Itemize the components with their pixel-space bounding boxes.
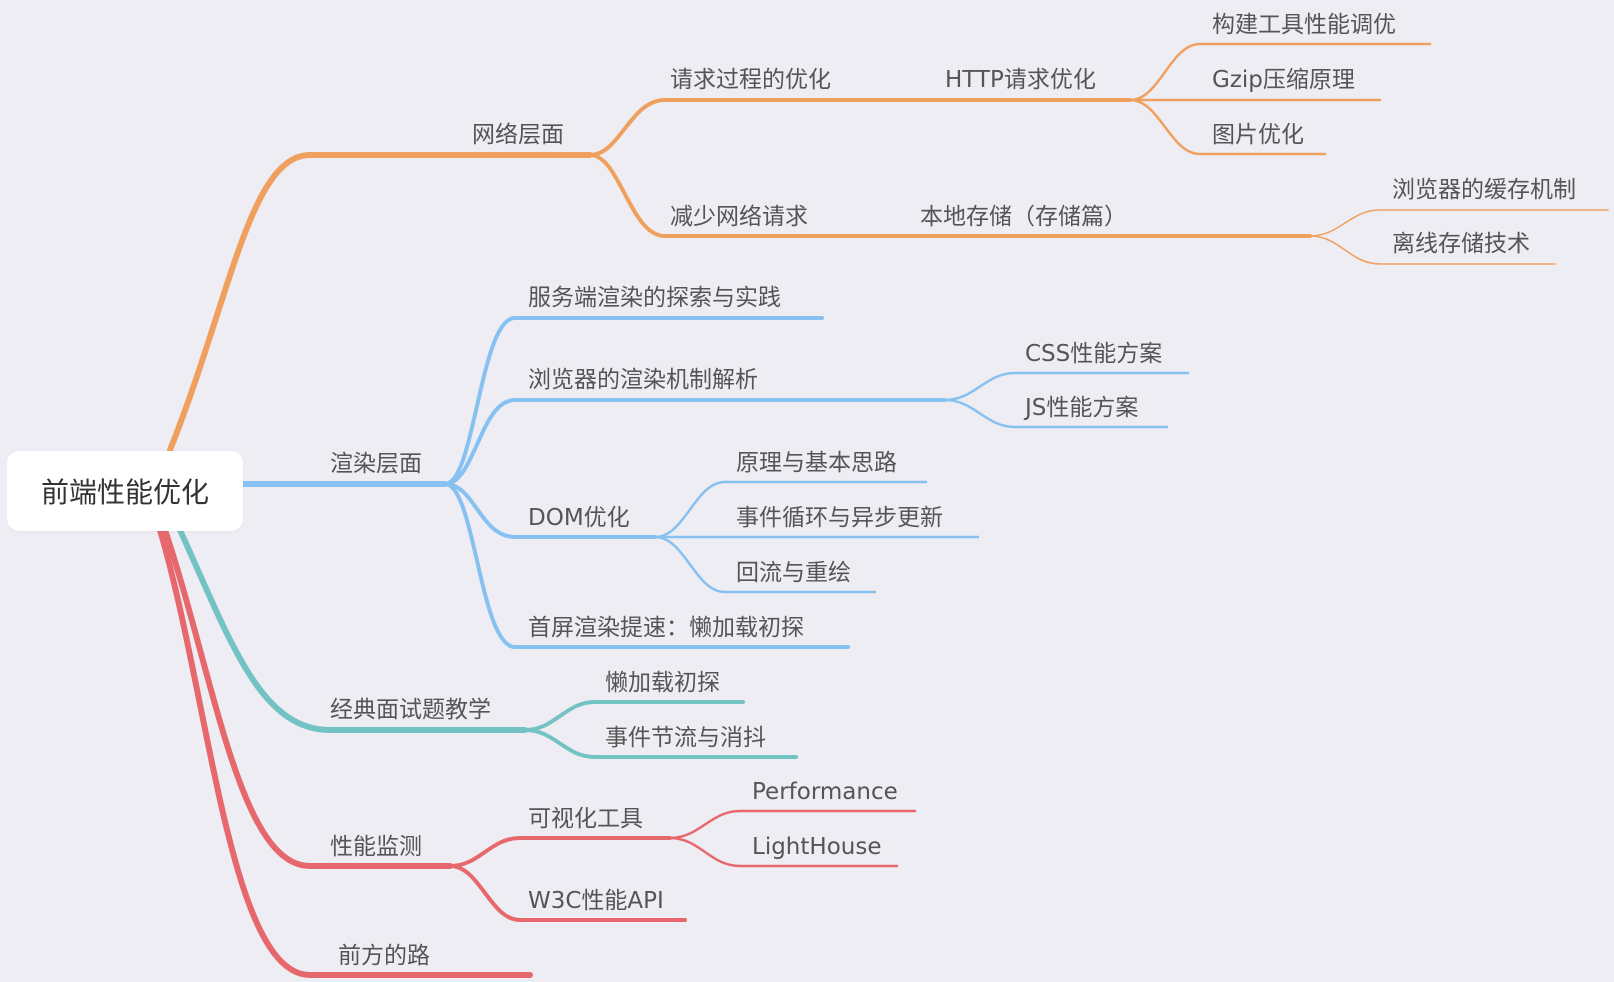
node-render-layer[interactable]: 渲染层面 (330, 451, 422, 477)
root-node-label: 前端性能优化 (40, 476, 209, 509)
node-lighthouse[interactable]: LightHouse (752, 834, 882, 860)
node-reduce-network-requests[interactable]: 减少网络请求 (670, 204, 808, 230)
node-w3c-performance-api[interactable]: W3C性能API (528, 888, 664, 914)
node-event-loop-async-update[interactable]: 事件循环与异步更新 (736, 505, 943, 531)
node-road-ahead[interactable]: 前方的路 (338, 943, 430, 969)
node-offline-storage[interactable]: 离线存储技术 (1392, 231, 1530, 257)
render-branch-lines (237, 316, 1190, 649)
network-branch-lines (167, 42, 1609, 453)
node-network-layer[interactable]: 网络层面 (472, 122, 564, 148)
node-first-screen-lazy-load[interactable]: 首屏渲染提速：懒加载初探 (528, 615, 804, 641)
node-throttle-debounce[interactable]: 事件节流与消抖 (605, 725, 766, 751)
node-dom-optimization[interactable]: DOM优化 (528, 505, 630, 531)
node-lazy-load-intro[interactable]: 懒加载初探 (605, 670, 720, 696)
node-browser-cache[interactable]: 浏览器的缓存机制 (1392, 177, 1576, 203)
node-reflow-repaint[interactable]: 回流与重绘 (736, 560, 851, 586)
root-node[interactable]: 前端性能优化 (7, 451, 243, 531)
node-performance-monitoring[interactable]: 性能监测 (330, 834, 422, 860)
node-image-optimization[interactable]: 图片优化 (1212, 122, 1304, 148)
node-principles-basic-ideas[interactable]: 原理与基本思路 (736, 450, 897, 476)
node-js-performance[interactable]: JS性能方案 (1025, 395, 1139, 421)
node-ssr-practice[interactable]: 服务端渲染的探索与实践 (528, 285, 781, 311)
node-http-request-optimization[interactable]: HTTP请求优化 (945, 67, 1096, 93)
node-classic-interview[interactable]: 经典面试题教学 (330, 697, 491, 723)
node-build-tool-tuning[interactable]: 构建工具性能调优 (1212, 12, 1396, 38)
node-request-process-optimization[interactable]: 请求过程的优化 (670, 67, 831, 93)
node-gzip-principle[interactable]: Gzip压缩原理 (1212, 67, 1355, 93)
monitor-branch-lines (157, 527, 917, 978)
node-css-performance[interactable]: CSS性能方案 (1025, 341, 1163, 367)
interview-branch-lines (177, 527, 798, 759)
node-visualization-tools[interactable]: 可视化工具 (528, 806, 643, 832)
node-browser-render-mechanism[interactable]: 浏览器的渲染机制解析 (528, 367, 758, 393)
node-local-storage[interactable]: 本地存储（存储篇） (920, 204, 1127, 230)
node-performance-tool[interactable]: Performance (752, 779, 898, 805)
